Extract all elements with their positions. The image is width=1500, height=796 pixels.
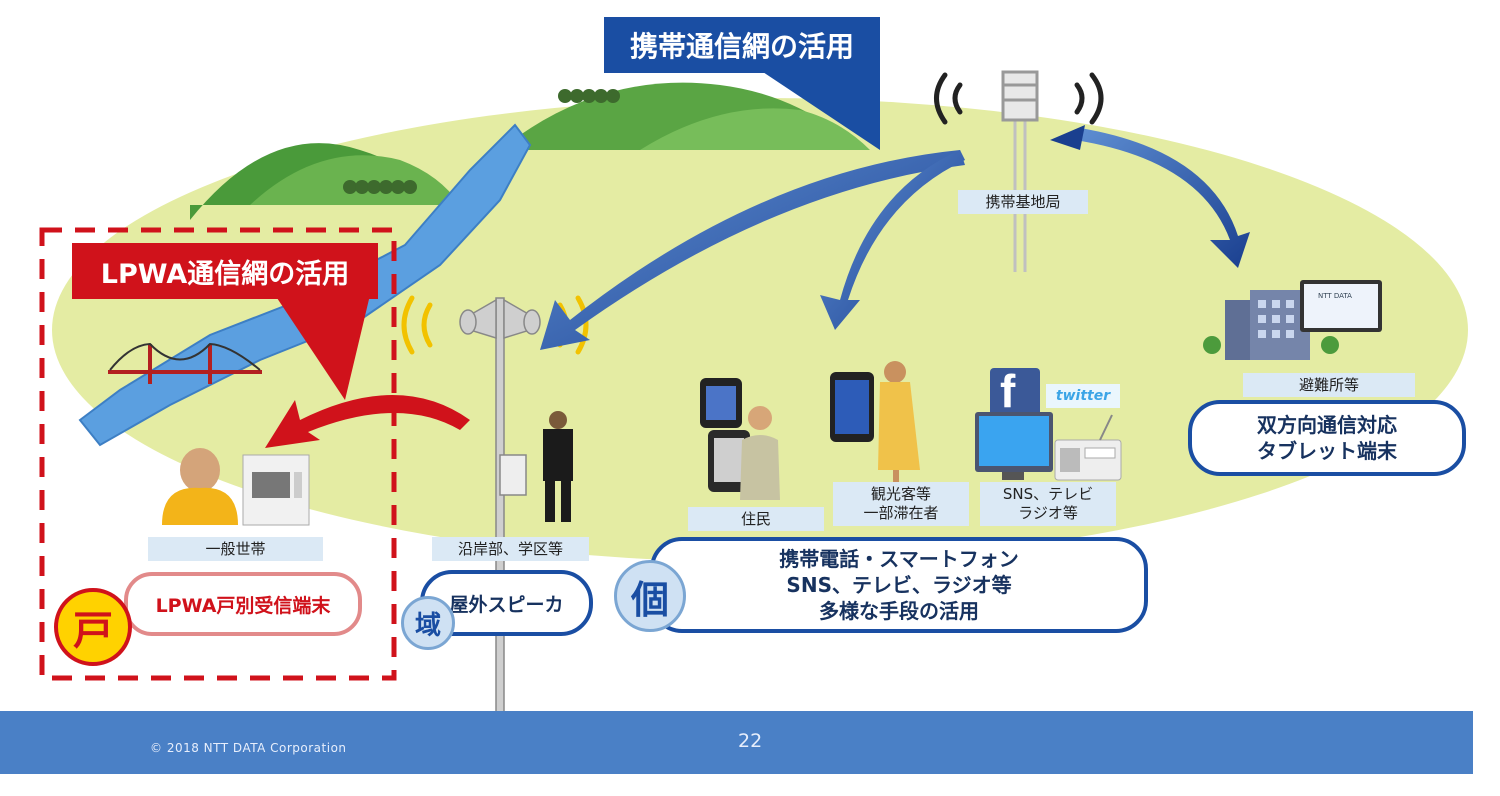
banner-pointer: [760, 70, 880, 150]
lpwa-dashed-frame: [39, 227, 397, 681]
arrow-to-speaker: [540, 150, 965, 350]
lpwa-network-banner: LPWA通信網の活用: [72, 243, 378, 299]
page-number: 22: [738, 730, 763, 752]
tablet-callout: 双方向通信対応 タブレット端末: [1188, 400, 1466, 476]
individual-badge: 個: [614, 560, 686, 632]
tourists-label: 観光客等 一部滞在者: [833, 482, 969, 526]
arrow-to-phones: [820, 150, 965, 330]
facebook-logo: [990, 368, 1040, 418]
flip-phone: [700, 378, 750, 492]
mobile-network-banner: 携帯通信網の活用: [604, 17, 880, 73]
residents-label: 住民: [688, 507, 824, 531]
arrow-to-shelter: [1075, 128, 1250, 268]
household-label: 一般世帯: [148, 537, 323, 561]
bridge-icon: [108, 342, 262, 384]
tv-set: [975, 412, 1053, 480]
copyright-text: © 2018 NTT DATA Corporation: [150, 741, 347, 755]
shelter-label: 避難所等: [1243, 373, 1415, 397]
household-person: [162, 448, 238, 525]
base-station-label: 携帯基地局: [958, 190, 1088, 214]
resident-figure: [543, 411, 573, 522]
arrow-to-household: [265, 395, 470, 448]
tablet-screen-text: NTT DATA: [1318, 292, 1352, 300]
radio-set: [1054, 414, 1122, 481]
lpwa-receiver-device: [242, 454, 310, 526]
businessman-figure: [740, 406, 780, 500]
lpwa-terminal-callout: LPWA戸別受信端末: [124, 572, 362, 636]
smartphone: [830, 372, 874, 442]
twitter-icon: twitter: [1046, 384, 1120, 408]
radio-waves-icon: [934, 72, 1104, 125]
tablet-device: [1300, 280, 1382, 332]
facebook-icon: f: [1000, 365, 1016, 417]
media-label: SNS、テレビ ラジオ等: [980, 482, 1116, 526]
footer-bar: [0, 711, 1473, 774]
diverse-means-callout: 携帯電話・スマートフォン SNS、テレビ、ラジオ等 多様な手段の活用: [650, 537, 1148, 633]
coastal-label: 沿岸部、学区等: [432, 537, 589, 561]
speaker-pole: [459, 297, 541, 719]
household-badge: 戸: [54, 588, 132, 666]
trees: [343, 89, 620, 194]
cell-tower: [1001, 70, 1039, 272]
area-badge: 域: [401, 596, 455, 650]
